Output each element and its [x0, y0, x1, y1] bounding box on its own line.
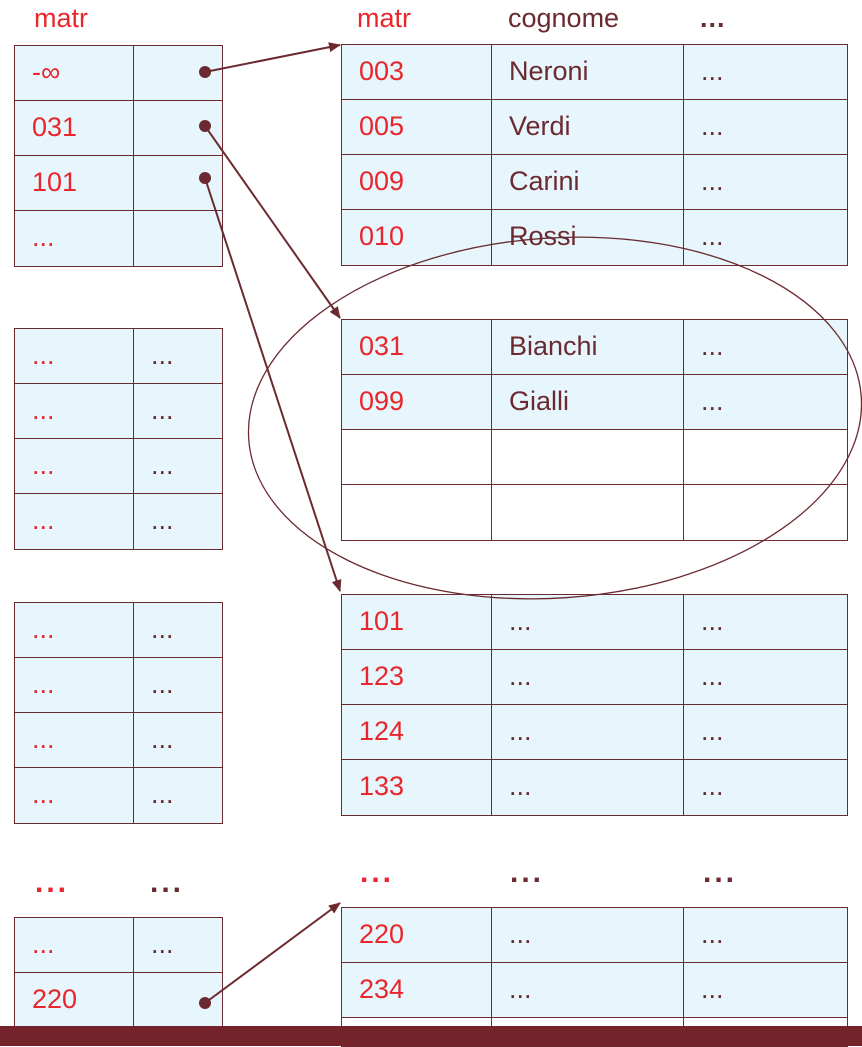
data-cognome-cell: Gialli [491, 374, 685, 431]
index-separator-dots: ... [150, 866, 185, 899]
pointer-dot [199, 120, 211, 132]
index-key-cell: ... [14, 917, 135, 974]
data-separator-dots: ... [510, 856, 545, 889]
data-cognome-cell: Rossi [491, 209, 685, 266]
pointer-dot [199, 172, 211, 184]
data-more-header: ... [700, 3, 726, 33]
data-matr-cell: 234 [341, 962, 493, 1019]
data-empty-cell [341, 484, 493, 541]
pointer-arrow [204, 177, 342, 592]
data-more-cell: ... [683, 99, 848, 156]
data-matr-cell: 010 [341, 209, 493, 266]
data-matr-cell: 099 [341, 374, 493, 431]
data-cognome-cell: Bianchi [491, 319, 685, 376]
data-more-cell: ... [683, 154, 848, 211]
pointer-dot [199, 997, 211, 1009]
index-pointer-cell: ... [133, 328, 223, 385]
index-key-cell: 220 [14, 972, 135, 1029]
highlight-ellipse [247, 236, 862, 600]
data-empty-cell [491, 484, 685, 541]
data-empty-cell [341, 429, 493, 486]
index-pointer-cell: ... [133, 602, 223, 659]
data-matr-header: matr [357, 3, 411, 33]
data-cognome-cell: Neroni [491, 44, 685, 101]
data-empty-cell [683, 484, 848, 541]
data-empty-cell [683, 429, 848, 486]
index-column-header: matr [34, 3, 88, 33]
index-key-cell: ... [14, 712, 135, 769]
data-separator-dots: ... [703, 856, 738, 889]
pointer-dot [199, 66, 211, 78]
index-pointer-cell: ... [133, 438, 223, 495]
data-more-cell: ... [683, 704, 848, 761]
data-cognome-cell: ... [491, 759, 685, 816]
pointer-arrow [204, 902, 341, 1004]
data-more-cell: ... [683, 44, 848, 101]
index-key-cell: ... [14, 767, 135, 824]
index-pointer-cell [133, 155, 223, 212]
index-pointer-cell [133, 210, 223, 267]
data-matr-cell: 005 [341, 99, 493, 156]
data-cognome-header: cognome [508, 3, 620, 33]
pointer-arrow [204, 42, 341, 73]
index-key-cell: ... [14, 493, 135, 550]
pointer-arrow [204, 125, 341, 319]
data-matr-cell: 009 [341, 154, 493, 211]
index-key-cell: ... [14, 383, 135, 440]
index-key-cell: -∞ [14, 45, 135, 102]
data-more-cell: ... [683, 759, 848, 816]
data-matr-cell: 031 [341, 319, 493, 376]
footer-bar [0, 1026, 862, 1046]
data-cognome-cell: Verdi [491, 99, 685, 156]
index-key-cell: 031 [14, 100, 135, 157]
index-pointer-cell: ... [133, 767, 223, 824]
data-cognome-cell: ... [491, 962, 685, 1019]
data-more-cell: ... [683, 374, 848, 431]
data-cognome-cell: Carini [491, 154, 685, 211]
data-more-cell: ... [683, 594, 848, 651]
data-matr-cell: 124 [341, 704, 493, 761]
index-pointer-cell: ... [133, 493, 223, 550]
index-pointer-cell: ... [133, 917, 223, 974]
index-pointer-cell: ... [133, 712, 223, 769]
index-pointer-cell: ... [133, 657, 223, 714]
data-more-cell: ... [683, 209, 848, 266]
data-separator-dots: ... [360, 856, 395, 889]
index-key-cell: ... [14, 438, 135, 495]
data-matr-cell: 133 [341, 759, 493, 816]
data-more-cell: ... [683, 649, 848, 706]
data-empty-cell [491, 429, 685, 486]
index-key-cell: ... [14, 602, 135, 659]
index-separator-dots: ... [35, 866, 70, 899]
index-key-cell: ... [14, 657, 135, 714]
data-more-cell: ... [683, 907, 848, 964]
